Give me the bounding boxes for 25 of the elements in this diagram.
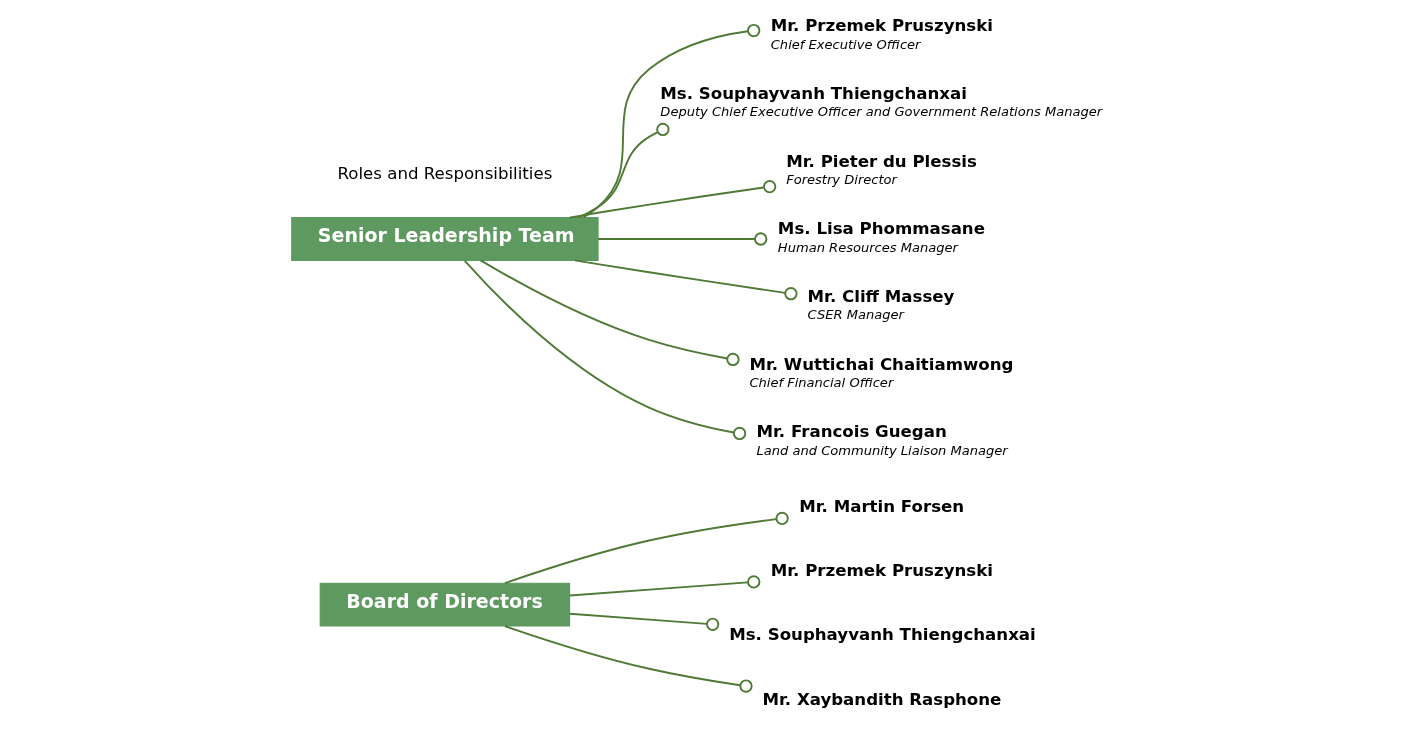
connector bbox=[568, 612, 720, 631]
node-text: Mr. Cliff Massey CSER Manager bbox=[807, 287, 955, 323]
node-text: Ms. Souphayvanh Thiengchanxai bbox=[729, 625, 1036, 645]
node-text: Mr. Przemek Pruszynski Chief Executive Officer bbox=[770, 16, 993, 52]
connector bbox=[577, 122, 670, 219]
node-text: Mr. Francois Guegan Land and Community Liaison Manager bbox=[756, 422, 1008, 458]
connector bbox=[463, 259, 747, 441]
connector bbox=[568, 575, 761, 597]
connector bbox=[568, 180, 777, 219]
node-text: Mr. Pieter du Plessis Forestry Director bbox=[786, 151, 977, 188]
connector bbox=[479, 259, 740, 367]
connector bbox=[597, 232, 768, 246]
connector bbox=[503, 511, 789, 585]
node-text: Mr. Xaybandith Rasphone bbox=[762, 689, 1002, 709]
node-text: Mr. Martin Forsen bbox=[799, 497, 965, 517]
connector bbox=[582, 23, 761, 219]
node-text: Ms. Souphayvanh Thiengchanxai Deputy Chief Executive Officer and Government Relations Manager bbox=[660, 84, 1103, 120]
connector bbox=[503, 625, 753, 693]
node-box: Board of Directors bbox=[319, 582, 571, 627]
node-box: Senior Leadership Team bbox=[291, 217, 599, 261]
node-text: Ms. Lisa Phommasane Human Resources Manager bbox=[777, 219, 985, 255]
label: Roles and Responsibilities bbox=[337, 164, 553, 184]
node-text: Mr. Przemek Pruszynski bbox=[770, 561, 993, 581]
node-text: Mr. Wuttichai Chaitiamwong Chief Financial Officer bbox=[749, 354, 1014, 391]
connector bbox=[573, 259, 798, 301]
